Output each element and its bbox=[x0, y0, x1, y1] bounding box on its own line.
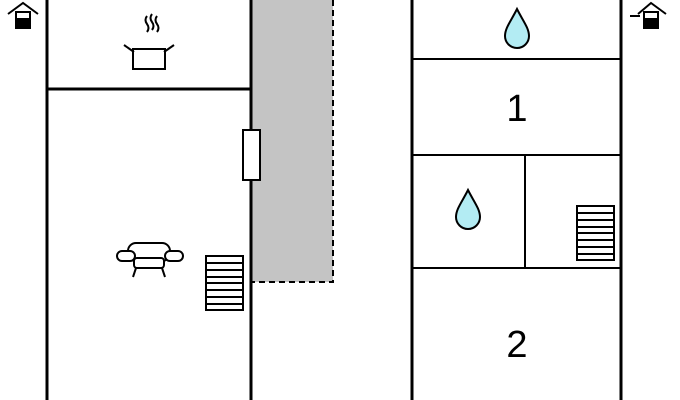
floor-level-right-icon bbox=[630, 1, 667, 29]
left-unit-walls bbox=[45, 0, 253, 400]
floor-level-left-icon bbox=[7, 1, 39, 29]
staircase-icon bbox=[576, 205, 615, 261]
water-drop-icon bbox=[454, 187, 482, 230]
right-unit-partitions bbox=[412, 58, 621, 269]
water-drop-icon bbox=[503, 6, 531, 49]
terrace-area bbox=[251, 0, 333, 282]
bedroom-2-label: 2 bbox=[506, 324, 527, 366]
door bbox=[242, 129, 261, 181]
terrace-border bbox=[251, 0, 334, 283]
sofa-icon bbox=[116, 242, 184, 278]
staircase-icon bbox=[205, 255, 244, 311]
bedroom-1-label: 1 bbox=[506, 88, 527, 130]
cooking-pot-icon bbox=[123, 13, 175, 70]
right-unit-walls bbox=[410, 0, 623, 400]
